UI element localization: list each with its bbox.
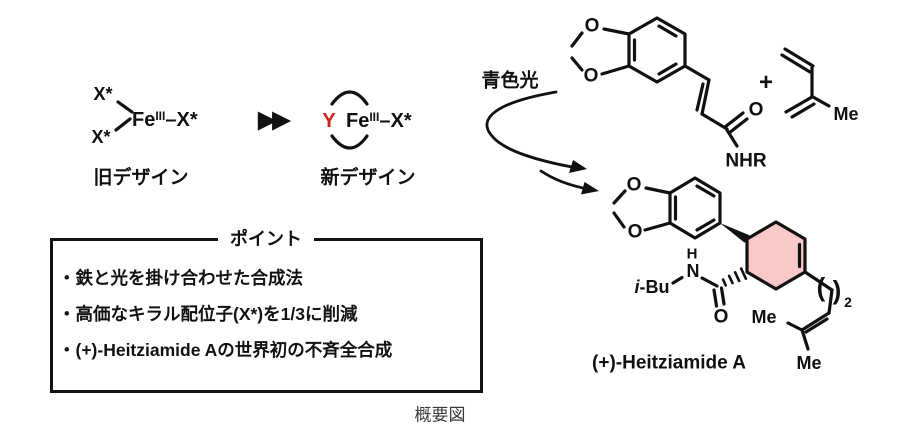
chelate-atom-label: Y [322,110,336,132]
curved-arrow-short [539,169,590,191]
oxygen-atom-label: O [583,65,599,87]
diene-structure [780,47,831,119]
product-structure [612,176,834,351]
bond [612,189,627,205]
double-bond-inner [657,62,678,76]
new-design-chelate-arcs [330,90,369,150]
chelate-arc-bottom [330,134,369,150]
double-bond [800,311,831,332]
new-metal-formula: FeIII–X* [346,111,412,131]
carbonyl-double-bond [719,286,726,306]
bond [602,27,631,36]
carbonyl-double-bond [727,117,749,135]
double-bond-inner [695,82,705,112]
bond [114,117,132,132]
figure-caption: 概要図 [414,405,466,425]
new-design-label: 新デザイン [320,167,416,189]
bond [671,275,684,285]
curved-arrow-long [485,90,574,169]
isobutyl-label: i-Bu [634,278,669,296]
old-design-label: 旧デザイン [93,167,189,189]
highlighted-cyclohexene-ring [745,220,807,291]
benzene-ring [627,16,687,84]
metal-symbol: Fe [346,110,370,132]
old-metal-formula: FeIII–X* [132,110,198,130]
amide-h-label: H [686,245,698,263]
double-bond-inner [695,184,716,198]
points-box-title: ポイント [218,225,314,251]
stereo-hash-bond [721,267,748,287]
hash-dash [739,267,748,280]
oxidation-state: III [155,109,166,123]
right-ligand: –X* [379,110,412,132]
double-bond-inner [695,218,716,232]
double-bond [784,95,814,114]
fast-forward-icon: ▶▶ [257,105,292,134]
dienophile-structure [570,16,749,148]
bond [811,95,831,108]
metal-symbol: Fe [132,109,156,131]
benzene-ring [668,176,722,240]
hash-dash [727,274,734,285]
double-bond-inner [790,102,816,119]
reaction-condition-label: 青色光 [481,70,539,92]
oxygen-atom-label: O [584,15,600,37]
methyl-label: Me [796,353,822,373]
reaction-arrows [485,90,599,195]
carbonyl-oxygen-label: O [713,306,729,328]
plus-sign: + [758,69,774,96]
paren-open-label: ( [816,272,826,302]
amide-group-label: NHR [725,150,767,172]
points-box [50,238,483,393]
carbonyl-oxygen-label: O [748,99,764,121]
double-bond [783,47,815,68]
methyl-label: Me [751,307,777,327]
methyl-label: Me [833,104,859,124]
bond [570,56,584,72]
bond [700,112,729,131]
bond [803,270,834,292]
points-bullet-3: ・(+)-Heitziamide Aの世界初の不斉全合成 [58,340,393,360]
paren-subscript-label: 2 [844,294,852,310]
product-name-label: (+)-Heitziamide A [592,352,746,374]
isobutyl-italic-i: i [634,277,640,297]
paren-close-label: ) [832,275,842,305]
bond [700,276,719,288]
bond [725,128,739,148]
bond [600,64,631,76]
right-ligand: –X* [165,109,198,131]
bond [683,64,711,82]
bond [800,328,810,351]
carbonyl-double-bond [712,288,719,308]
bond [827,288,834,315]
stereo-wedge-bond [720,223,750,243]
double-bond-inner [657,24,678,38]
vinyl-double-bond [700,78,711,116]
bond [612,211,626,229]
hash-dash [733,271,741,283]
old-design-bonds [114,100,134,132]
bond [786,321,804,332]
amide-n-label: N [686,261,700,281]
double-bond-inner [804,317,829,334]
double-bond-inner [780,53,812,74]
isobutyl-rest: -Bu [639,277,670,297]
old-ligand-bottom-label: X* [91,127,111,147]
old-ligand-top-label: X* [93,84,113,104]
bond [116,100,134,114]
points-bullet-1: ・鉄と光を掛け合わせた合成法 [58,268,303,288]
hash-dash [721,278,727,287]
bond [644,186,672,195]
points-bullet-2: ・高価なキラル配位子(X*)を1/3に削減 [58,304,358,324]
oxygen-atom-label: O [626,174,642,196]
oxygen-atom-label: O [627,221,643,243]
arrowhead-icon [581,182,599,195]
bond [643,221,672,232]
chelate-arc-top [330,90,369,106]
arrowhead-icon [569,160,587,173]
bond [570,31,584,48]
carbonyl-double-bond [723,111,745,129]
oxidation-state: III [369,110,380,124]
